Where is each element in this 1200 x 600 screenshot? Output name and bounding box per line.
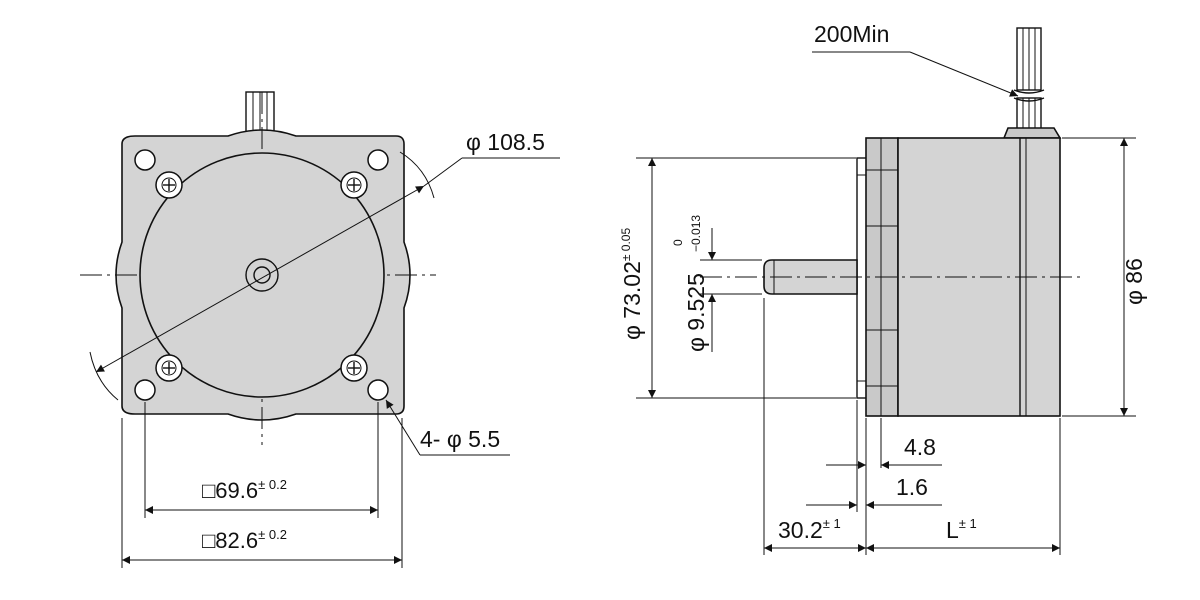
dim-circle-108: φ 108.5 [89, 129, 560, 401]
dim-shaft-tol-upper: 0 [671, 239, 685, 246]
dim-square-inner: □69.6± 0.2 [145, 477, 378, 514]
dim-holes-label: 4- φ 5.5 [420, 426, 500, 452]
side-lead-wires [1013, 27, 1045, 131]
screw-br-icon [340, 354, 368, 382]
dim-body-label: φ 86 [1121, 258, 1147, 305]
screw-bl-icon [155, 354, 183, 382]
screw-tl-icon [155, 171, 183, 199]
dim-square-outer: □82.6± 0.2 [122, 527, 402, 564]
svg-text:□69.6± 0.2: □69.6± 0.2 [202, 477, 287, 503]
svg-text:L± 1: L± 1 [946, 516, 977, 543]
side-grommet [1002, 127, 1062, 139]
dim-body-len-tol: ± 1 [959, 516, 977, 531]
svg-text:30.2± 1: 30.2± 1 [778, 516, 841, 543]
dim-pilot-label: φ 73.02 [619, 261, 645, 340]
mount-hole-br [367, 379, 389, 401]
dim-square-inner-label: □69.6 [202, 478, 258, 503]
dim-circle-108-label: φ 108.5 [466, 129, 545, 155]
dim-shaft: φ 9.525 0 −0.013 [671, 215, 716, 352]
dim-body: φ 86 [1120, 138, 1147, 416]
mount-hole-bl [134, 379, 156, 401]
dim-square-inner-tol: ± 0.2 [258, 477, 287, 492]
dim-flange-gap-label: 4.8 [904, 434, 936, 460]
dim-holes: 4- φ 5.5 [385, 399, 510, 456]
dim-shaft-len-tol: ± 1 [823, 516, 841, 531]
dim-pilot-tol: ± 0.05 [619, 228, 633, 262]
dim-shaft-label: φ 9.525 [683, 273, 709, 352]
dim-shaft-tol-lower: −0.013 [689, 215, 703, 252]
mount-hole-tl [134, 149, 156, 171]
dim-square-outer-label: □82.6 [202, 528, 258, 553]
dim-square-outer-tol: ± 0.2 [258, 527, 287, 542]
dim-shaft-len: 30.2± 1 [764, 516, 866, 552]
dim-lead-label: 200Min [814, 21, 889, 47]
mount-hole-tr [367, 149, 389, 171]
dim-lead: 200Min [812, 21, 1019, 97]
svg-text:φ 73.02± 0.05: φ 73.02± 0.05 [619, 228, 645, 340]
dim-shaft-len-label: 30.2 [778, 517, 823, 543]
svg-text:□82.6± 0.2: □82.6± 0.2 [202, 527, 287, 553]
screw-tr-icon [340, 171, 368, 199]
dim-body-len-label: L [946, 517, 959, 543]
dim-body-len: L± 1 [866, 516, 1060, 552]
dim-pilot: φ 73.02± 0.05 [619, 158, 656, 398]
dim-flange-gap: 4.8 [826, 434, 942, 469]
dim-flange-thk-label: 1.6 [896, 474, 928, 500]
side-view: 200Min φ 73.02± 0.05 [619, 21, 1147, 555]
dim-flange-thk: 1.6 [806, 474, 942, 509]
front-view: φ 108.5 4- φ 5.5 □69.6± 0.2 □82.6± 0.2 [80, 91, 560, 568]
